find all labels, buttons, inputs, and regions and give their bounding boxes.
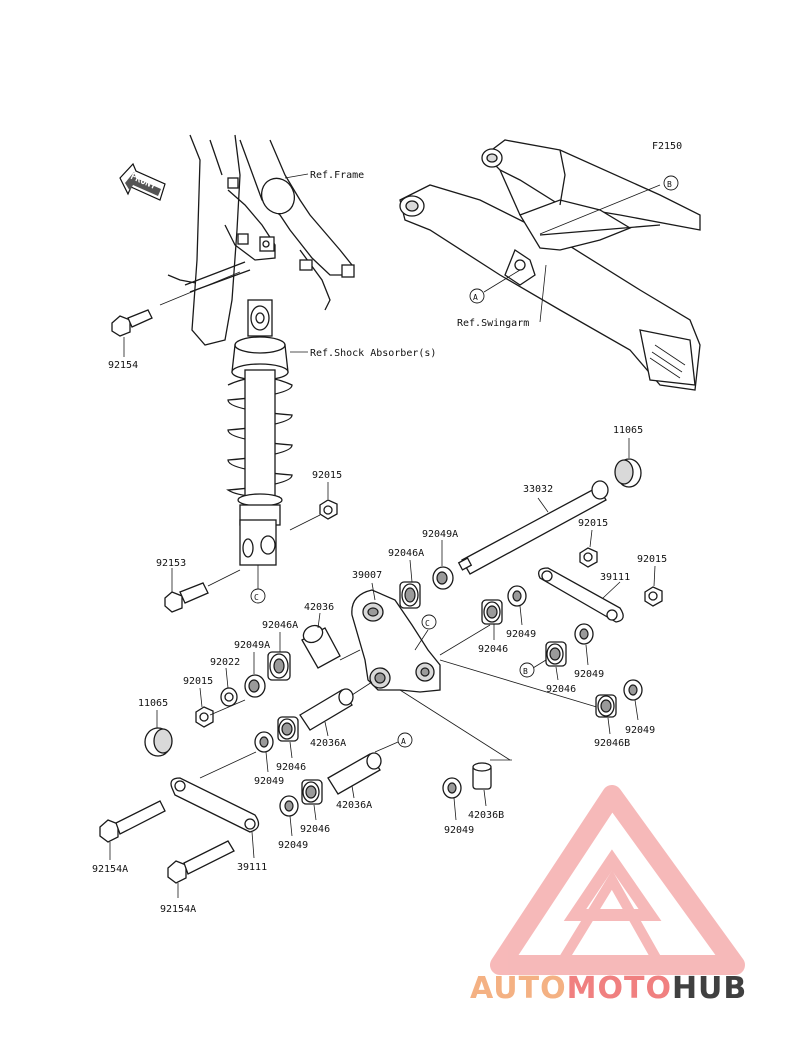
watermark-hub: HUB [672,971,747,1006]
part-number: 92046 [300,824,330,835]
part-number: 92046B [594,738,630,749]
watermark-moto: MOTO [567,971,672,1006]
ref-swingarm-label: Ref.Swingarm [457,318,529,329]
nut-92015 [644,586,663,607]
bearing-92046a [399,581,421,609]
part-number: 92049 [444,825,474,836]
bearing-92046 [277,716,299,742]
part-number: 92049 [254,776,284,787]
bearing-92046b [595,694,617,718]
part-number: 92154 [108,360,138,371]
part-number: 92046 [276,762,306,773]
part-number: 92022 [210,657,240,668]
part-number: 92046 [478,644,508,655]
bearing-92046a [267,651,291,681]
part-number: 39111 [237,862,267,873]
bolt-92154a [167,840,235,884]
washer-92049 [279,795,299,817]
washer-92022 [220,687,238,707]
bolt-92154 [111,309,153,337]
washer-92049 [623,679,643,701]
part-number: 92049A [422,529,458,540]
sleeve-42036a [327,752,382,795]
part-number: 92015 [183,676,213,687]
ref-frame-label: Ref.Frame [310,170,364,181]
washer-92049 [442,777,462,799]
marker-b-label: B [523,667,528,676]
part-number: 92049 [625,725,655,736]
part-number: 33032 [523,484,553,495]
marker-c-label: C [254,593,259,602]
bearing-92046 [545,641,567,667]
part-number: 92049A [234,640,270,651]
washer-92049 [574,623,594,645]
part-number: 92154A [160,904,196,915]
part-number: 92154A [92,864,128,875]
part-number: 92046A [262,620,298,631]
bearing-92046 [301,779,323,805]
swingarm-adjuster-marks [649,344,686,379]
tie-rod-39111-right [537,567,624,623]
part-number: 39111 [600,572,630,583]
watermark-auto: AUTO [470,971,567,1006]
marker-c [250,588,266,604]
shock-absorber [226,299,293,566]
cap-11065 [614,458,642,488]
part-number: 11065 [613,425,643,436]
rocker-arm-39007 [351,589,441,693]
part-number: 39007 [352,570,382,581]
bolt-92154a [99,800,166,843]
part-number: 11065 [138,698,168,709]
watermark-text: AUTOMOTOHUB [470,971,747,1006]
part-number: 92015 [578,518,608,529]
part-number: 92015 [637,554,667,565]
nut-92015 [579,547,598,568]
marker-a-label: A [401,737,406,746]
sleeve-42036a [299,688,354,731]
marker-a-swingarm [469,288,485,304]
frame-outline [167,134,355,346]
part-number: 42036A [336,800,372,811]
marker-a-label: A [473,293,478,302]
part-number: 92049 [574,669,604,680]
sleeve-42036b [472,762,492,790]
tie-rod-39111-left [170,777,260,833]
marker-c [421,614,437,630]
part-number: 92049 [278,840,308,851]
shaft-33032 [457,480,609,575]
swingarm [399,139,701,391]
nut-92015 [319,499,338,520]
marker-c-label: C [425,619,430,628]
sleeve-42036 [301,624,341,669]
bolt-92153 [164,582,209,613]
part-number: 92049 [506,629,536,640]
washer-92049a [244,674,266,698]
washer-92049 [254,731,274,753]
shock-spring [226,376,293,498]
diagram-code: F2150 [652,141,682,152]
ref-shock-label: Ref.Shock Absorber(s) [310,348,436,359]
part-number: 42036 [304,602,334,613]
front-arrow-icon: FRONT [119,162,166,201]
part-number: 42036A [310,738,346,749]
part-number: 92046A [388,548,424,559]
part-number: 92153 [156,558,186,569]
part-number: 92015 [312,470,342,481]
marker-b [663,175,679,191]
part-number: 42036B [468,810,504,821]
marker-b-label: B [667,180,672,189]
bearing-92046 [481,599,503,625]
cap-11065 [144,727,173,757]
washer-92049 [507,585,527,607]
part-number: 92046 [546,684,576,695]
marker-a [397,732,413,748]
washer-92049a [432,566,454,590]
watermark-logo [490,785,745,975]
marker-b [519,662,535,678]
nut-92015 [195,706,214,728]
